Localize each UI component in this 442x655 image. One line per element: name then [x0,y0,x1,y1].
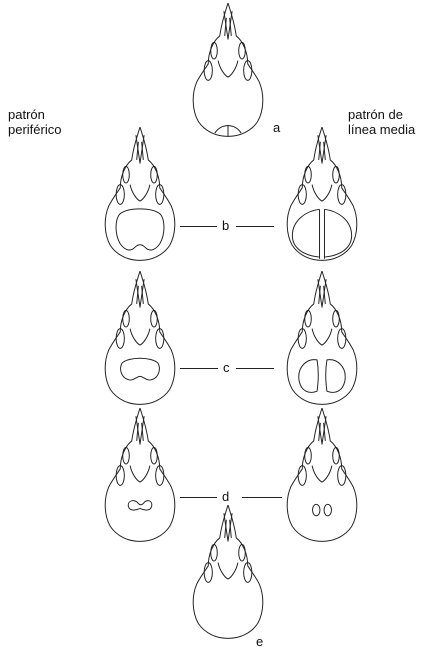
skull-b-peripheral [104,127,176,261]
skull-e [192,505,264,639]
label-a: a [273,120,281,135]
label-d: d [222,489,230,504]
label-c: c [223,360,230,375]
left-title-line1: patrón [8,107,45,122]
skull-d-peripheral [104,408,176,542]
left-title-line2: periférico [8,122,62,137]
label-b: b [222,218,230,233]
skull-a [192,3,264,137]
connector-c-right [236,368,274,369]
skull-d-midline [286,408,358,542]
right-title-line2: línea media [348,122,416,137]
connector-b-left [180,226,217,227]
connector-d-left [180,497,217,498]
label-e: e [256,634,264,649]
skull-c-midline [286,271,358,405]
skull-c-peripheral [104,271,176,405]
connector-b-right [236,226,274,227]
connector-c-left [180,368,218,369]
right-title-line1: patrón de [348,107,403,122]
skull-b-midline [286,127,358,261]
connector-d-right [242,497,282,498]
